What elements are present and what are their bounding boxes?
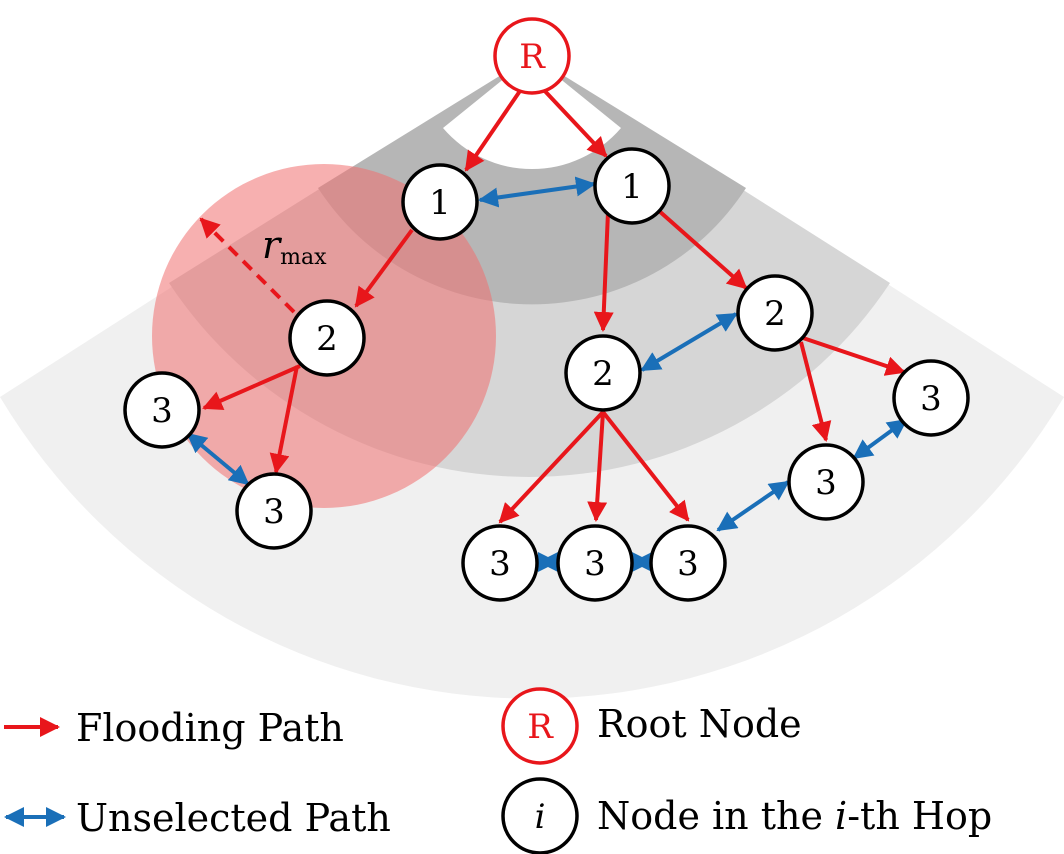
flood-2a-3a <box>202 364 301 410</box>
svg-text:1: 1 <box>621 167 643 207</box>
svg-text:3: 3 <box>263 492 285 532</box>
legend-unselected-label: Unselected Path <box>76 796 391 840</box>
svg-text:2: 2 <box>316 319 338 359</box>
legend-hop-symbol: i <box>501 777 579 854</box>
svg-text:3: 3 <box>815 463 837 503</box>
flood-2a-3b <box>269 365 299 474</box>
rmax-label: rmax <box>262 223 327 270</box>
node-hop3-g: 3 <box>787 443 865 521</box>
unselected-paths <box>186 176 908 572</box>
node-hop3-d: 3 <box>556 524 634 602</box>
unsel-3e-3g <box>716 480 790 532</box>
node-hop3-e: 3 <box>649 524 727 602</box>
flood-2b-3d <box>587 411 608 522</box>
flood-1b-2b <box>593 211 614 332</box>
node-hop3-f: 3 <box>892 359 970 437</box>
svg-text:3: 3 <box>677 544 699 584</box>
svg-text:2: 2 <box>764 294 786 334</box>
flood-2b-3e <box>601 410 690 522</box>
node-hop3-a: 3 <box>123 371 201 449</box>
svg-text:2: 2 <box>592 354 614 394</box>
node-hop2-middle: 2 <box>564 334 642 412</box>
node-hop3-b: 3 <box>235 472 313 550</box>
legend: Flooding Path Unselected Path R Root Nod… <box>4 687 992 854</box>
node-hop2-right: 2 <box>736 274 814 352</box>
svg-text:1: 1 <box>429 183 451 223</box>
svg-text:i: i <box>535 797 546 837</box>
unsel-3a-3b <box>186 432 250 486</box>
node-hop1-right: 1 <box>593 147 671 225</box>
legend-hop-label: Node in the i-th Hop <box>597 794 992 838</box>
rmax-arrow <box>199 217 296 314</box>
unsel-2b-2c <box>640 312 738 372</box>
nodes: R 1 1 2 2 2 3 3 <box>123 17 970 602</box>
flood-R-1b <box>540 86 608 158</box>
flood-R-1a <box>464 86 524 172</box>
root-node: R <box>493 17 571 95</box>
unsel-3g-3f <box>852 418 908 460</box>
node-hop2-left: 2 <box>288 299 366 377</box>
svg-text:3: 3 <box>920 379 942 419</box>
svg-text:3: 3 <box>584 544 606 584</box>
svg-text:3: 3 <box>151 391 173 431</box>
flooding-paths <box>202 86 906 524</box>
node-hop3-c: 3 <box>461 524 539 602</box>
flood-2b-3c <box>498 410 605 524</box>
legend-flooding-label: Flooding Path <box>76 706 344 750</box>
legend-root-label: Root Node <box>597 702 802 746</box>
flood-2c-3g <box>799 341 832 442</box>
flood-1b-2c <box>656 208 748 290</box>
svg-text:3: 3 <box>489 544 511 584</box>
unsel-1a-1b <box>478 176 596 208</box>
svg-text:R: R <box>519 37 546 77</box>
node-hop1-left: 1 <box>401 163 479 241</box>
flood-2c-3f <box>802 336 906 376</box>
svg-text:R: R <box>527 707 554 747</box>
legend-root-symbol: R <box>501 687 579 765</box>
flood-1a-2a <box>354 228 414 308</box>
